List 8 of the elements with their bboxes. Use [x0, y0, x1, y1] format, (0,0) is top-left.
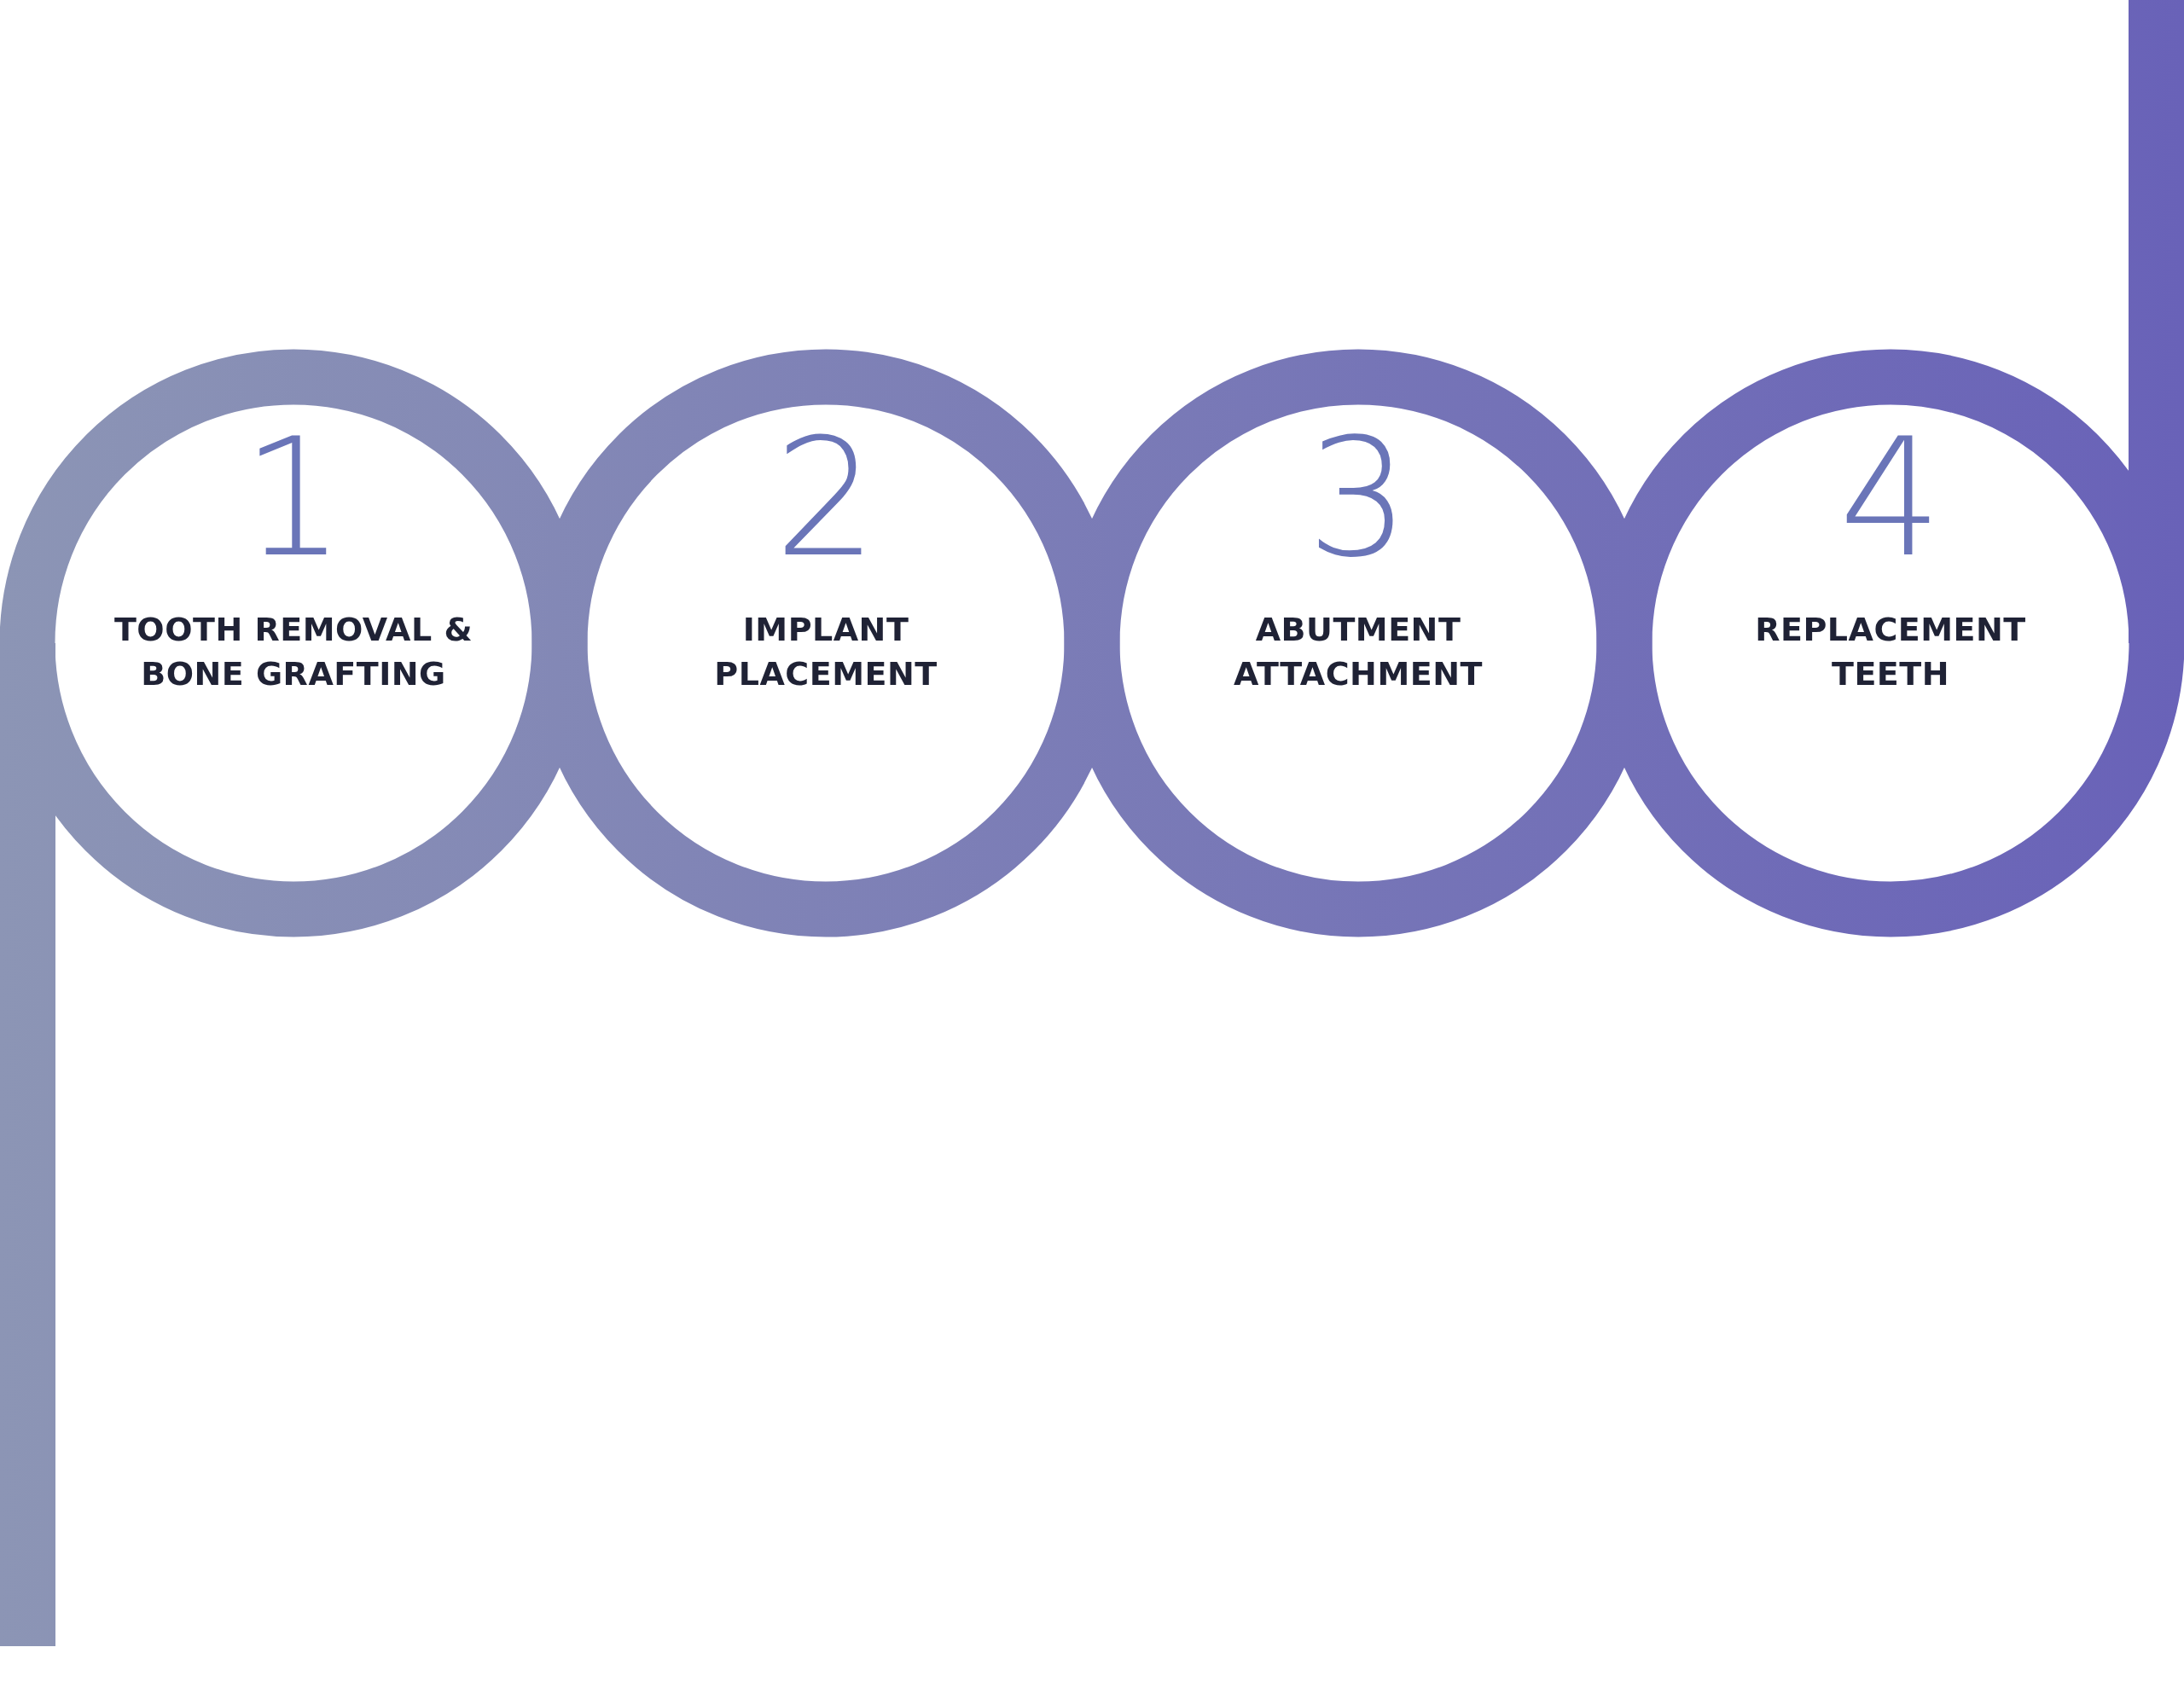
step-number: 3 [1306, 418, 1410, 580]
step-label: IMPLANT PLACEMENT [713, 610, 938, 694]
step-number: 2 [774, 418, 878, 580]
step-number: 4 [1838, 418, 1943, 580]
step-number: 1 [241, 418, 346, 580]
step-label: ABUTMENT ATTACHMENT [1233, 610, 1484, 694]
step-label: REPLACEMENT TEETH [1754, 610, 2027, 694]
step-label: TOOTH REMOVAL & BONE GRAFTING [113, 610, 474, 694]
